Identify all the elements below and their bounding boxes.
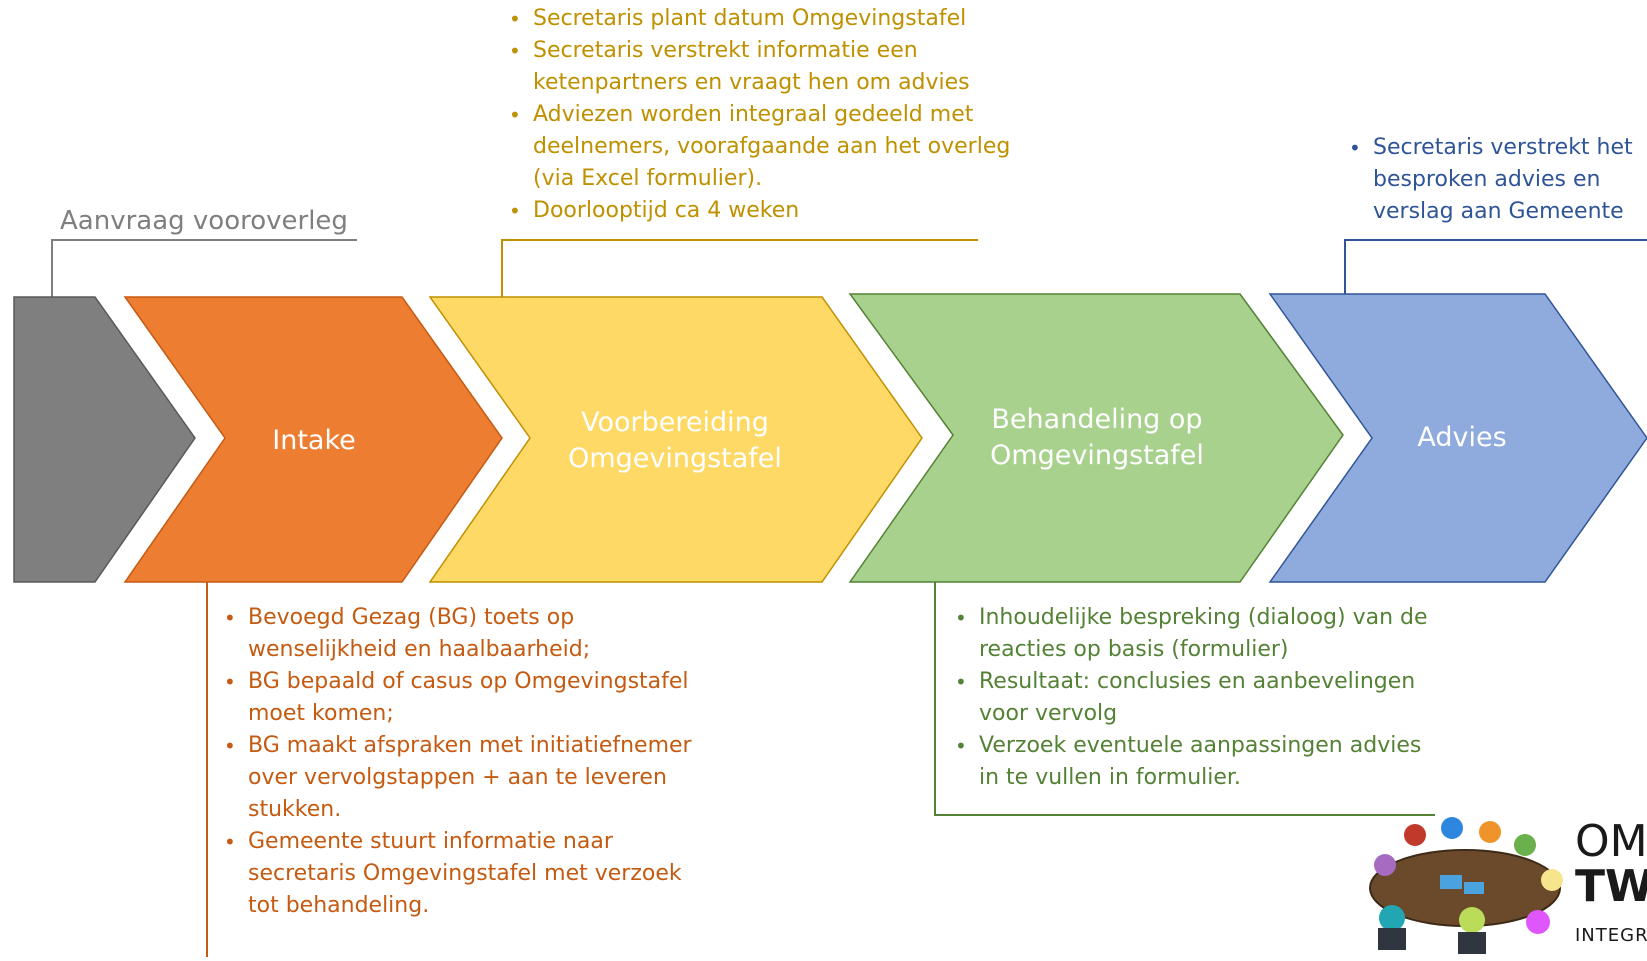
note-item: BG maakt afspraken met initiatiefnemer o… bbox=[218, 730, 718, 826]
note-item: Verzoek eventuele aanpassingen advies in… bbox=[949, 730, 1444, 794]
note-voorbereiding: Secretaris plant datum Omgevingstafel Se… bbox=[503, 3, 1013, 227]
note-item: Secretaris verstrekt het besproken advie… bbox=[1343, 132, 1643, 228]
note-item: Gemeente stuurt informatie naar secretar… bbox=[218, 826, 718, 922]
logo: OM TW INTEGR bbox=[1360, 810, 1647, 957]
note-item: Bevoegd Gezag (BG) toets op wenselijkhei… bbox=[218, 602, 718, 666]
note-advies: Secretaris verstrekt het besproken advie… bbox=[1343, 132, 1643, 228]
note-item: Secretaris verstrekt informatie een kete… bbox=[503, 35, 1013, 99]
step-label-advies: Advies bbox=[1417, 422, 1507, 453]
round-table-icon bbox=[1369, 817, 1563, 954]
note-behandeling: Inhoudelijke bespreking (dialoog) van de… bbox=[949, 602, 1444, 794]
advies-connector-line bbox=[1344, 239, 1647, 297]
logo-text-line-3: INTEGR bbox=[1575, 925, 1647, 946]
chevron-behandeling bbox=[848, 293, 1344, 583]
chevron-voorbereiding bbox=[428, 296, 923, 583]
note-item: Secretaris plant datum Omgevingstafel bbox=[503, 3, 1013, 35]
logo-text-line-2: TW bbox=[1575, 861, 1647, 912]
note-intake: Bevoegd Gezag (BG) toets op wenselijkhei… bbox=[218, 602, 718, 922]
behandeling-connector-line bbox=[934, 578, 1435, 816]
note-item: Adviezen worden integraal gedeeld met de… bbox=[503, 99, 1013, 195]
chevron-intake bbox=[123, 296, 503, 583]
step-label-voorbereiding: Voorbereiding Omgevingstafel bbox=[568, 407, 782, 474]
request-label: Aanvraag vooroverleg bbox=[60, 206, 348, 236]
note-item: Doorlooptijd ca 4 weken bbox=[503, 195, 1013, 227]
note-item: BG bepaald of casus op Omgevingstafel mo… bbox=[218, 666, 718, 730]
step-label-intake: Intake bbox=[272, 425, 356, 456]
chevron-start bbox=[13, 296, 196, 583]
request-connector-line bbox=[51, 239, 357, 297]
voorbereiding-connector-line bbox=[501, 239, 978, 297]
note-item: Inhoudelijke bespreking (dialoog) van de… bbox=[949, 602, 1444, 666]
step-label-behandeling: Behandeling op Omgevingstafel bbox=[990, 404, 1204, 471]
logo-text-line-1: OM bbox=[1575, 816, 1647, 867]
chevron-advies bbox=[1268, 293, 1647, 583]
note-item: Resultaat: conclusies en aanbevelingen v… bbox=[949, 666, 1444, 730]
